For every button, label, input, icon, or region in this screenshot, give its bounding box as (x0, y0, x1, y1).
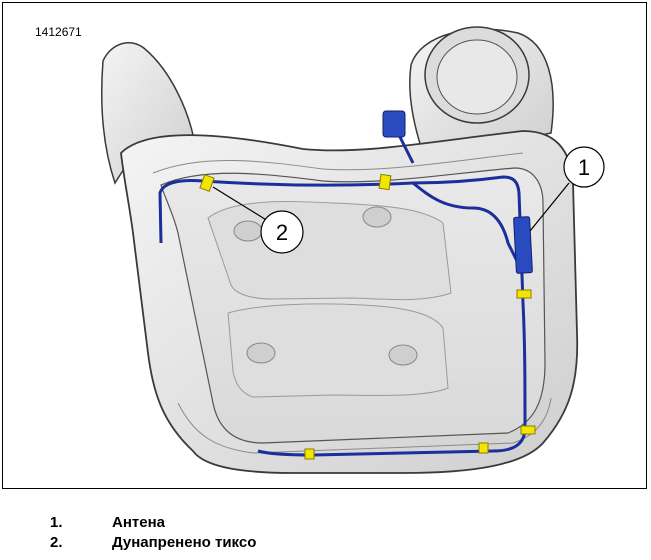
callout-2-label: 2 (276, 220, 288, 245)
legend-item: 1. Антена (50, 513, 256, 533)
foam-tape-3 (516, 289, 532, 299)
antenna-connector (382, 110, 406, 138)
foam-tape-2 (378, 173, 392, 191)
foam-tape-4 (520, 425, 536, 435)
legend-number: 1. (50, 514, 63, 531)
cable-branch (412, 181, 520, 264)
antenna-cable (158, 175, 527, 457)
speaker-cone (436, 39, 518, 115)
saddlebag-illustration: 1 2 (101, 26, 605, 474)
rim (152, 152, 524, 174)
callout-1-leader (529, 182, 570, 232)
figure-number: 1412671 (35, 25, 82, 39)
floor-panel-upper (207, 201, 452, 301)
legend-item: 2. Дунапренено тиксо (50, 533, 256, 553)
foam-tape-6 (304, 448, 315, 460)
boss-4 (388, 344, 418, 366)
legend-text: Дунапренено тиксо (112, 534, 257, 551)
foam-tape-5 (478, 442, 489, 454)
callout-2-circle (260, 210, 304, 254)
figure-frame: 1412671 (2, 2, 647, 489)
legend-number: 2. (50, 534, 63, 551)
callout-1-label: 1 (578, 155, 590, 180)
callout-1-circle (563, 146, 605, 188)
foam-tape-1 (199, 174, 215, 192)
boss-3 (246, 342, 276, 364)
antenna-module (513, 216, 533, 274)
boss-2 (362, 206, 392, 228)
legend-text: Антена (112, 514, 165, 531)
boss-1 (233, 220, 263, 242)
floor-panel-lower (227, 303, 449, 398)
legend: 1. Антена 2. Дунапренено тиксо (50, 513, 256, 553)
callout-2-leader-a (212, 186, 269, 222)
bottom-rim (177, 397, 552, 454)
